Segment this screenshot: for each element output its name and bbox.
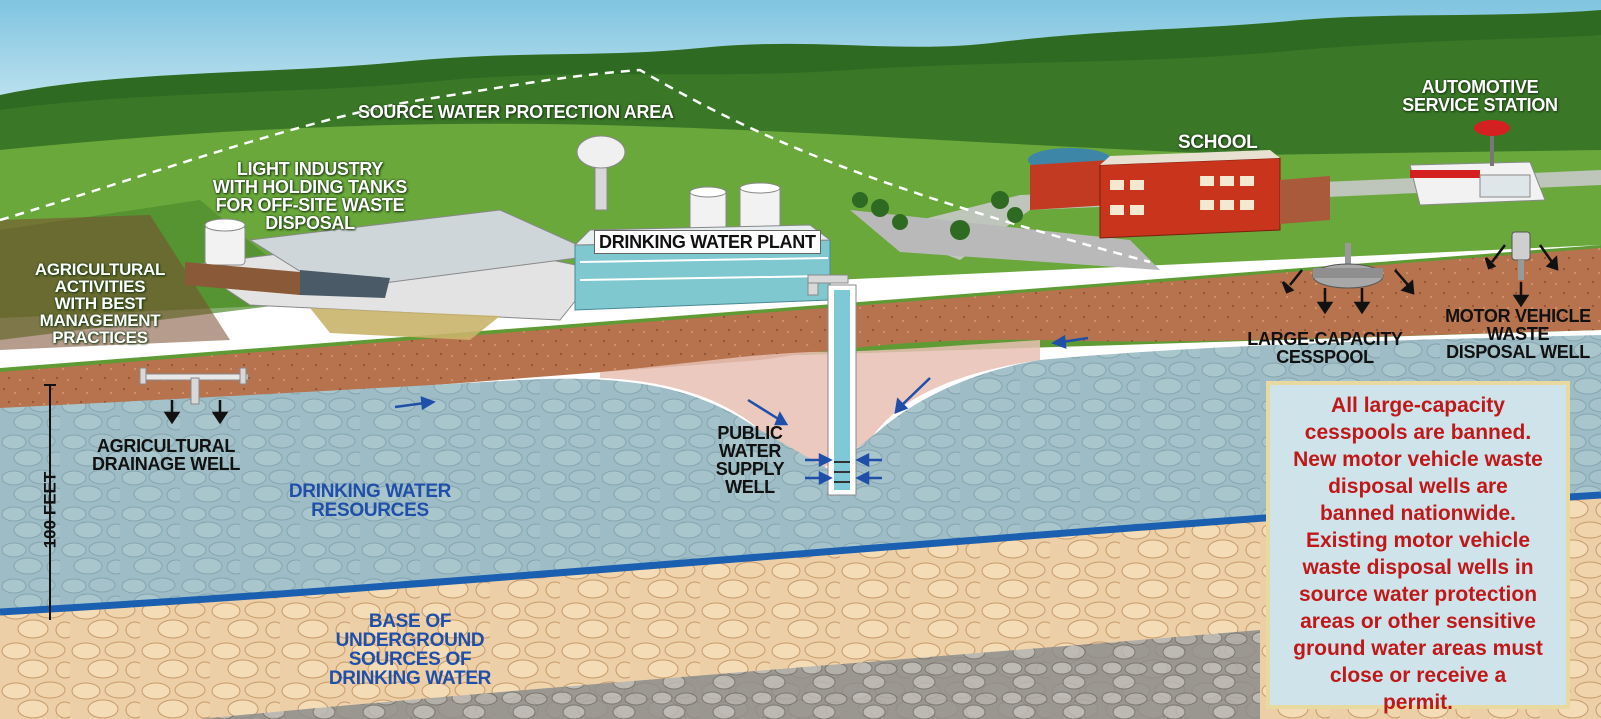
grey-rock <box>200 630 1260 719</box>
motor-vehicle-well-structure <box>1511 231 1531 280</box>
notice-line: All large-capacity <box>1331 394 1505 417</box>
drinking-water-resources-label: DRINKING WATER RESOURCES <box>288 481 452 521</box>
parking-lot <box>850 210 1160 270</box>
aquifer-layer <box>0 335 1601 612</box>
scale-bar <box>44 384 56 620</box>
public-water-supply-well-casing <box>807 274 857 496</box>
notice-line: source water protection <box>1298 583 1538 606</box>
public-water-supply-well-label: PUBLIC WATER SUPPLY WELL <box>715 423 785 497</box>
water-tower <box>576 135 626 211</box>
notice-line: close or receive a <box>1329 664 1507 687</box>
trees <box>852 191 1023 240</box>
drinking-water-plant-label: DRINKING WATER PLANT <box>594 230 821 254</box>
cesspool-structure <box>1312 243 1384 289</box>
agricultural-drainage-well-pipe <box>139 367 249 405</box>
notice-line: Existing motor vehicle <box>1305 529 1531 552</box>
flow-arrows-blue <box>394 334 1089 486</box>
scale-label: 100 FEET <box>40 471 60 549</box>
agricultural-activities-label: AGRICULTURAL ACTIVITIES WITH BEST MANAGE… <box>34 260 166 347</box>
base-of-usdw-label: BASE OF UNDERGROUND SOURCES OF DRINKING … <box>328 611 492 689</box>
notice-line: waste disposal wells in <box>1302 556 1534 579</box>
notice-line: banned nationwide. <box>1319 502 1516 525</box>
notice-line: New motor vehicle waste <box>1293 448 1543 471</box>
service-station-building <box>1409 120 1546 206</box>
regulation-notice-box: All large-capacity cesspools are banned.… <box>1266 381 1570 714</box>
notice-line: cesspools are banned. <box>1304 421 1532 444</box>
school-building <box>1028 148 1330 239</box>
soil-layer <box>0 248 1601 410</box>
notice-line: areas or other sensitive <box>1300 610 1536 633</box>
source-water-protection-area-label: SOURCE WATER PROTECTION AREA <box>358 102 674 122</box>
flow-arrows-black <box>163 244 1559 425</box>
school-label: SCHOOL <box>1178 132 1258 153</box>
large-capacity-cesspool-label: LARGE-CAPACITY CESSPOOL <box>1247 329 1403 367</box>
notice-line: permit. <box>1382 691 1453 714</box>
notice-line: disposal wells are <box>1328 475 1508 498</box>
farm-field <box>0 215 230 350</box>
automotive-service-station-label: AUTOMOTIVE SERVICE STATION <box>1402 77 1558 115</box>
notice-line: ground water areas must <box>1293 637 1543 660</box>
agricultural-drainage-well-label: AGRICULTURAL DRAINAGE WELL <box>91 436 241 474</box>
light-industry-label: LIGHT INDUSTRY WITH HOLDING TANKS FOR OF… <box>212 159 408 233</box>
cone-of-depression <box>600 340 1040 470</box>
motor-vehicle-waste-disposal-well-label: MOTOR VEHICLE WASTE DISPOSAL WELL <box>1445 306 1591 362</box>
